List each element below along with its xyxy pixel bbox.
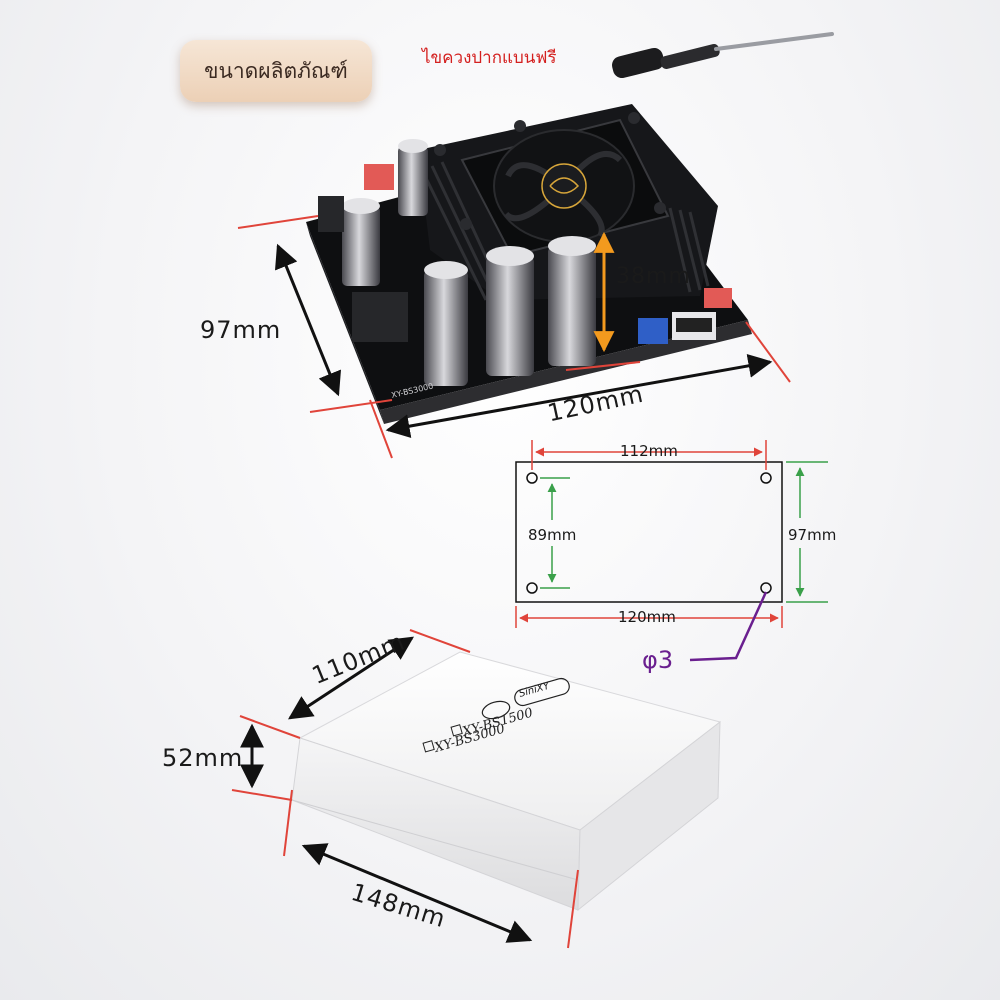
hole-leader-line <box>689 591 768 662</box>
mount-hole-tr <box>760 472 772 484</box>
option-1-checkbox <box>450 724 463 737</box>
product-size-title-text: ขนาดผลิตภัณฑ์ <box>204 58 348 83</box>
board-height-label: 38mm <box>616 264 691 289</box>
hole-spacing-bottom-label: 120mm <box>618 608 676 626</box>
hole-spacing-outer-label: 97mm <box>788 526 837 544</box>
hole-diameter-label: φ3 <box>642 646 674 674</box>
box-height-label: 52mm <box>162 744 244 772</box>
board-depth-label: 97mm <box>200 316 282 344</box>
option-2-checkbox <box>422 740 435 753</box>
board-dimension-lines <box>237 215 791 459</box>
mount-hole-bl <box>526 582 538 594</box>
hole-spacing-inner-label: 89mm <box>528 526 577 544</box>
mount-hole-tl <box>526 472 538 484</box>
mounting-hole-diagram <box>515 440 828 662</box>
mount-hole-br <box>760 582 772 594</box>
free-screwdriver-note: ไขควงปากแบนฟรี <box>422 48 557 68</box>
pcb-outline <box>515 461 783 603</box>
screwdriver-icon <box>612 32 834 79</box>
box-dimension-lines <box>231 629 579 949</box>
hole-spacing-top-label: 112mm <box>620 442 678 460</box>
packaging-box-illustration: SiniXY XY-BS1500 XY-BS3000 <box>291 651 722 912</box>
product-size-title: ขนาดผลิตภัณฑ์ <box>180 40 372 102</box>
